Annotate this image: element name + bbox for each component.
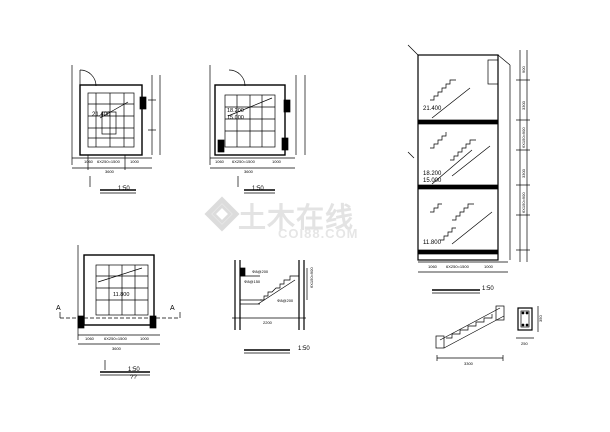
section-dim-right-2: 6X150=900 [521,127,526,148]
detail1-total: 2200 [263,320,273,325]
stair-plan-3 [59,245,181,376]
detail2-beam-width: 250 [521,341,528,346]
stair-plan-2 [209,65,306,194]
plan1-dim-3: 1000 [130,159,140,164]
section-dim-3: 1000 [484,264,494,269]
section-dim-right-1: 3300 [521,100,526,110]
section-dim-1: 1060 [428,264,438,269]
stair-plan-1 [71,65,161,194]
plan3-elevation: 11.800 [113,292,129,298]
plan3-caption: ?? [130,375,137,381]
detail1-scale: 1:50 [298,346,310,352]
plan3-dim-1: 1060 [85,336,95,341]
section-dim-right-4: 6X150=900 [521,192,526,213]
detail1-label-a: Φ8@200 [252,269,269,274]
detail2-beam-height: 350 [538,315,543,322]
watermark-text: 土木在线 [238,201,355,234]
detail1-label-b: Φ8@150 [244,279,261,284]
detail1-label-c: Φ8@200 [277,298,294,303]
section-elev-mid-a: 18.200 [423,171,442,177]
plan1-dim-1: 1060 [84,159,94,164]
plan2-scale: 1:50 [252,186,264,192]
stair-detail-2 [435,305,539,361]
plan2-dim-3: 1000 [272,159,282,164]
section-dim-right-3: 3300 [521,168,526,178]
plan1-scale: 1:50 [118,186,130,192]
plan3-dim-3: 1000 [140,336,150,341]
plan3-cut-left: A [56,305,61,312]
plan3-scale: 1:50 [128,367,140,373]
plan3-dim-2: 6X250=1500 [104,336,128,341]
stair-section [407,44,530,294]
section-elev-low: 11.800 [423,240,442,246]
plan2-total: 3600 [244,169,254,174]
plan2-elevation-b: 15.000 [227,115,244,121]
section-elev-top: 21.400 [423,106,442,112]
plan3-total: 3600 [112,346,122,351]
section-dim-right-top: 900 [521,66,526,73]
plan1-total: 3600 [105,169,115,174]
stair-detail-1 [232,260,308,354]
section-elev-mid-b: 15.000 [423,178,442,184]
watermark-logo [204,196,240,232]
plan2-elevation-a: 18.200 [227,108,244,114]
detail1-dim-right: 6X150=900 [309,267,314,288]
section-dim-2: 6X250=1500 [446,264,470,269]
watermark-subtext: COI88.COM [278,226,359,241]
plan2-dim-1: 1060 [215,159,225,164]
section-scale: 1:50 [482,286,494,292]
plan2-dim-2: 6X250=1500 [232,159,256,164]
plan3-cut-right: A [170,305,175,312]
detail2-total: 3300 [464,361,474,366]
plan1-elevation: 21.400 [92,112,111,118]
plan1-dim-2: 6X250=1500 [97,159,121,164]
